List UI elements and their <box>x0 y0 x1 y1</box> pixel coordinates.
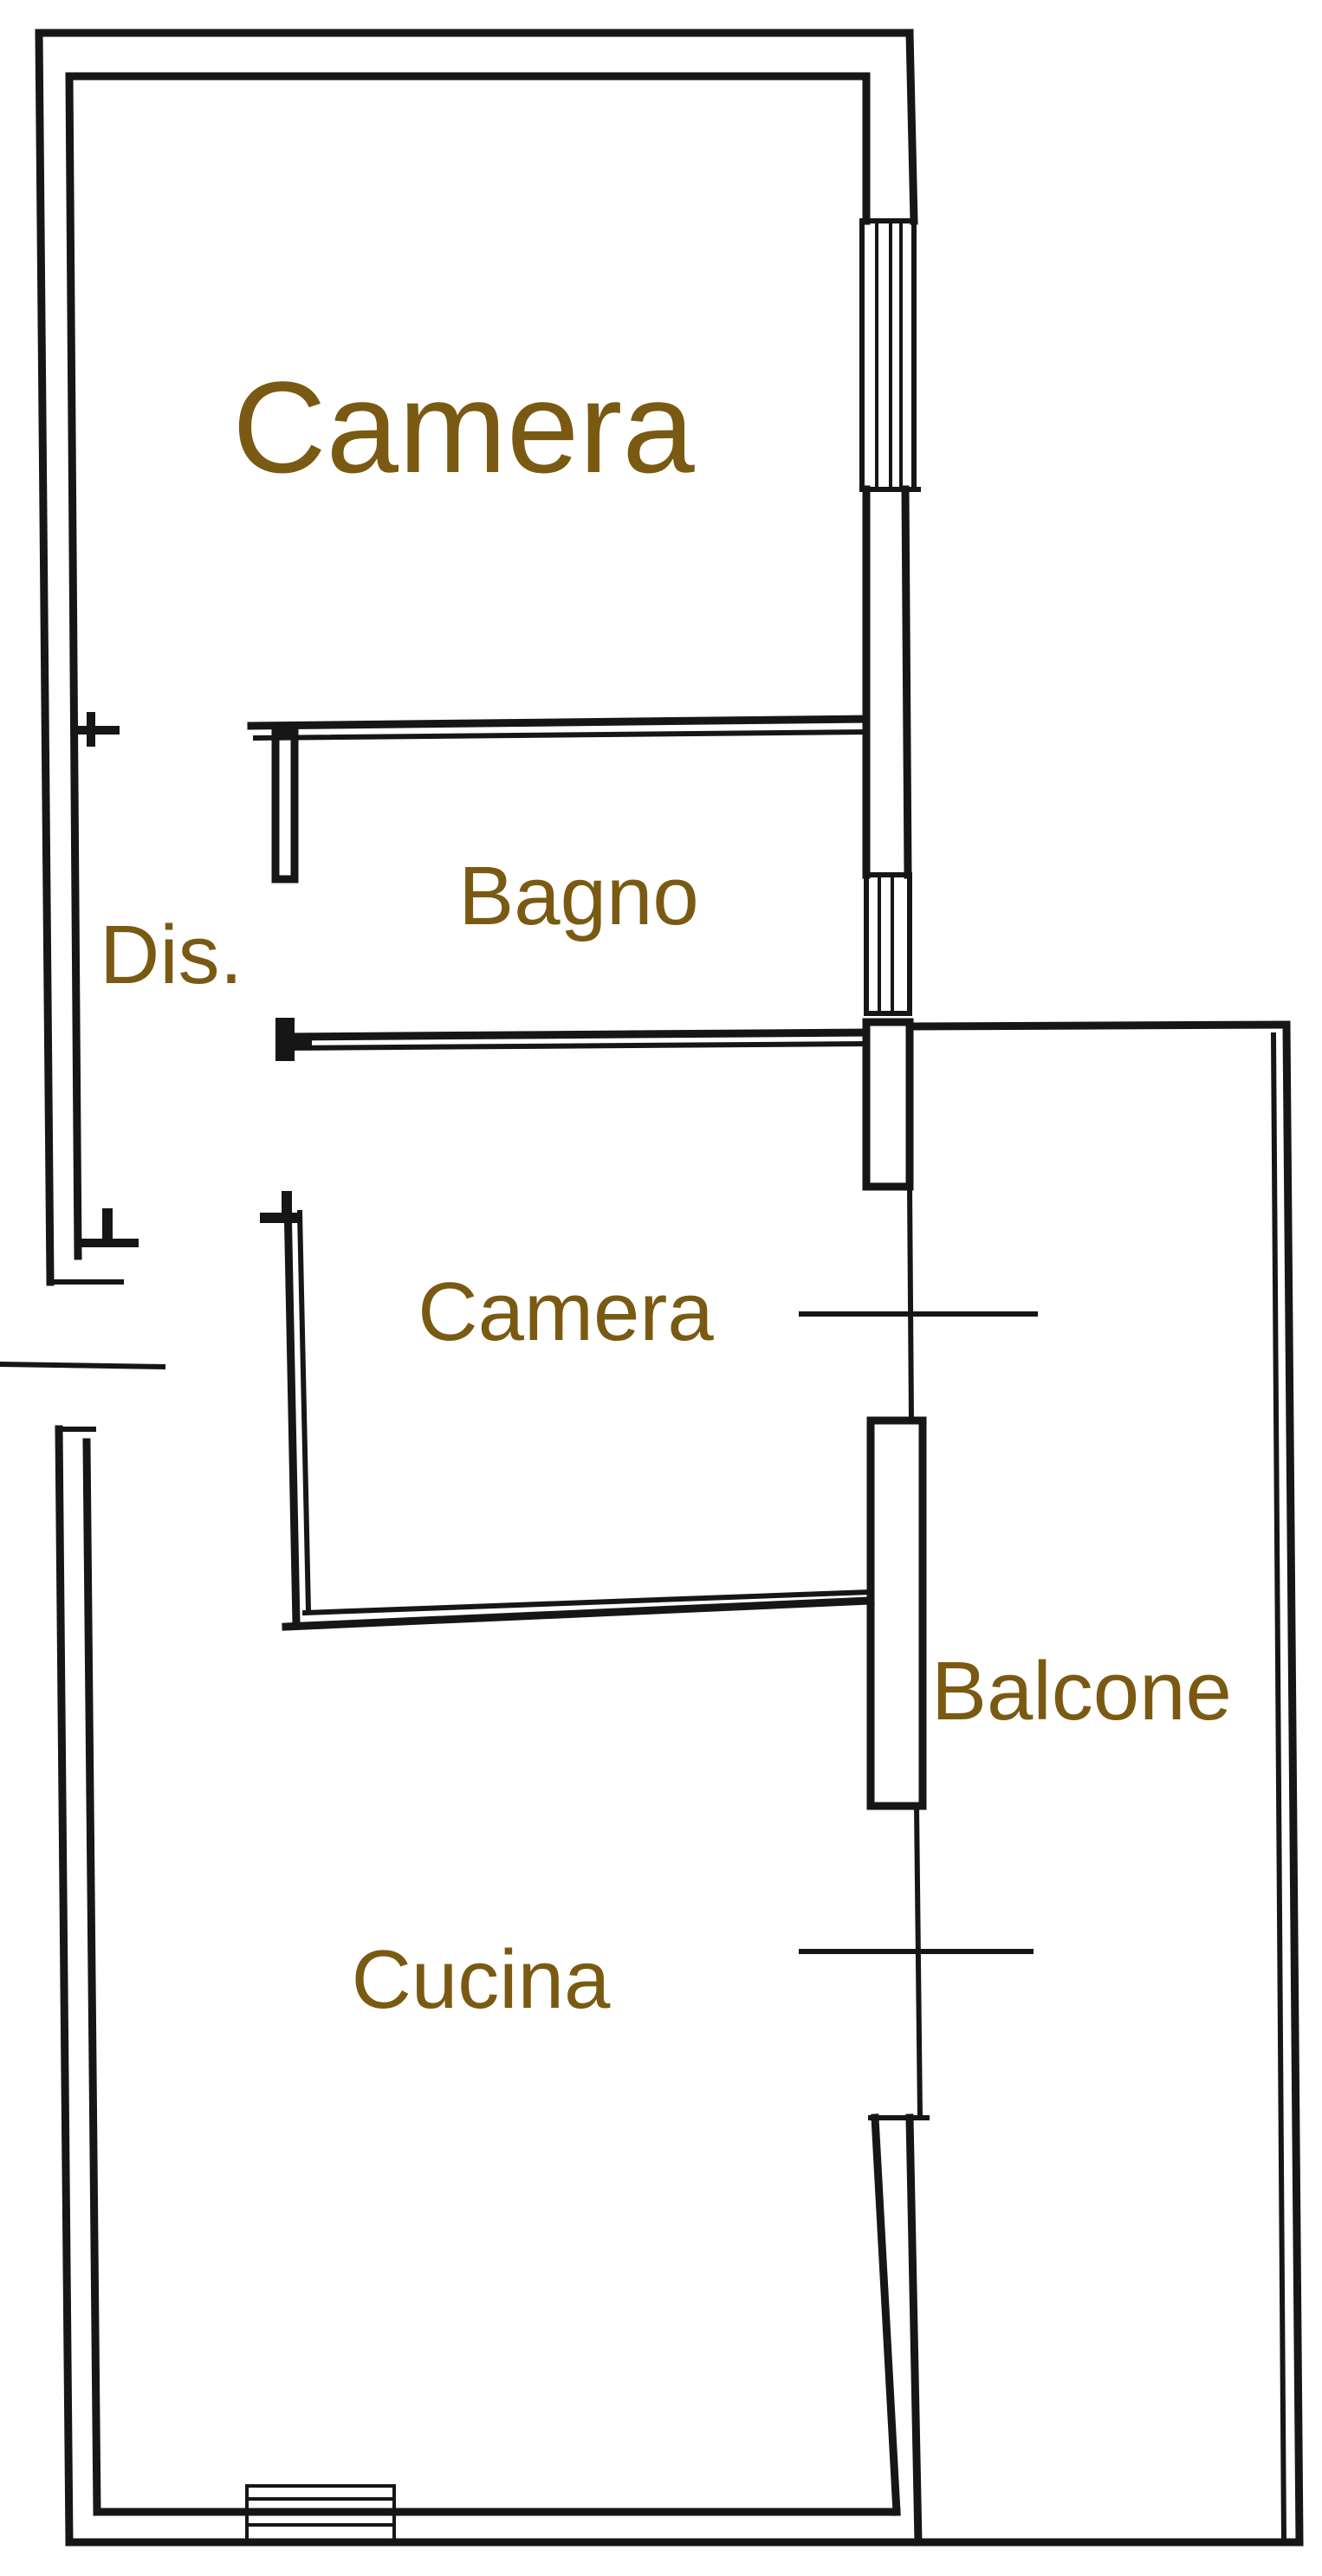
right-facade <box>799 218 1038 2547</box>
camera-main-label: Camera <box>232 354 695 500</box>
room-labels: Camera Bagno Dis. Camera Balcone Cucina <box>100 354 1232 2026</box>
balcone-label: Balcone <box>931 1645 1232 1738</box>
balcony-outline <box>905 1020 1304 2547</box>
cucina-label: Cucina <box>352 1933 611 2026</box>
outer-walls <box>0 29 1304 2547</box>
interior-walls <box>247 715 875 1631</box>
bottom-window <box>245 2484 396 2544</box>
bagno-label: Bagno <box>458 850 699 942</box>
camera-second-label: Camera <box>418 1265 714 1358</box>
door-jambs <box>76 712 312 1247</box>
disimpegno-label: Dis. <box>100 909 243 1001</box>
